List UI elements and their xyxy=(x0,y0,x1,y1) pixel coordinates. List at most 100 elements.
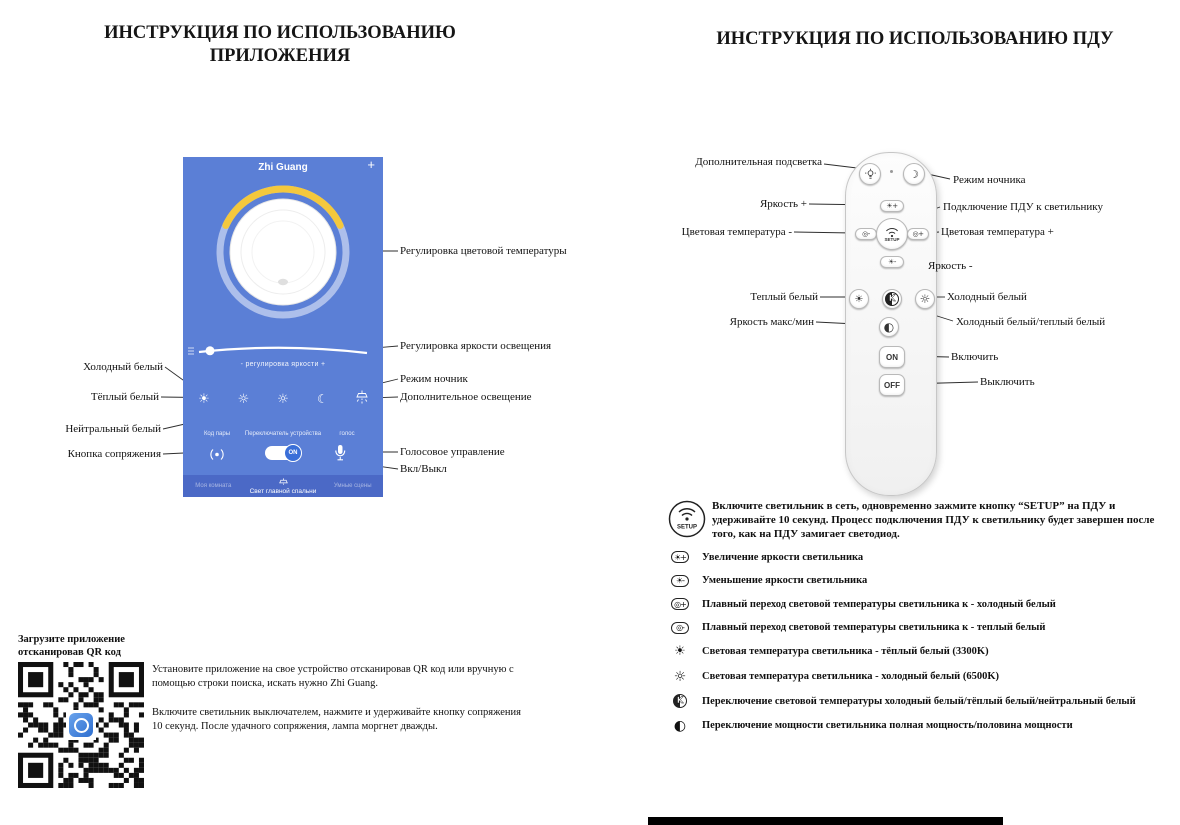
left-title-line1: ИНСТРУКЦИЯ ПО ИСПОЛЬЗОВАНИЮ xyxy=(104,23,456,43)
add-device-button[interactable]: + xyxy=(367,157,375,172)
callout-extra-light: Дополнительное освещение xyxy=(400,391,532,403)
remote-legend: ☀+ Увеличение яркости светильника ☀- Уме… xyxy=(668,550,1176,743)
qr-center-logo xyxy=(66,710,96,740)
qr-code-pattern xyxy=(18,662,144,788)
pair-code-label: Код пары xyxy=(203,431,231,437)
callout-night-mode: Режим ночник xyxy=(400,373,468,385)
brightness-plus-button[interactable]: ☀+ xyxy=(880,200,904,212)
color-temp-toggle-button[interactable]: K xyxy=(882,289,902,309)
sun-plus-icon: ☀+ xyxy=(886,202,898,210)
voice-label: голос xyxy=(339,431,355,437)
color-temperature-dial[interactable] xyxy=(183,179,383,344)
neutral-white-icon[interactable]: ☼ xyxy=(277,391,289,407)
setup-note-icon: SETUP xyxy=(668,500,706,538)
legend-row: ◎- Плавный переход световой температуры … xyxy=(668,621,1176,635)
left-title-line2: ПРИЛОЖЕНИЯ xyxy=(209,46,351,67)
nav-tab-center[interactable]: Свет главной спальни xyxy=(244,475,323,497)
device-switch-label: Переключатель устройства xyxy=(244,431,322,437)
temp-minus-button[interactable]: ◎- xyxy=(855,228,877,240)
app-screenshot: Zhi Guang + - регулировка яркости + ☀ ☼ … xyxy=(183,157,383,497)
install-instructions: Установите приложение на свое устройство… xyxy=(152,664,514,689)
nav-tab-center-label: Свет главной спальни xyxy=(249,487,317,495)
legend-text: Плавный переход световой температуры све… xyxy=(702,598,1056,610)
brightness-minus-button[interactable]: ☀- xyxy=(880,256,904,268)
voice-control-button[interactable] xyxy=(333,444,347,462)
legend-text: Переключение световой температуры холодн… xyxy=(702,695,1136,707)
legend-text: Уменьшение яркости светильника xyxy=(702,575,868,586)
callout-brightness-maxmin: Яркость макс/мин xyxy=(729,316,814,328)
temp-plus-button[interactable]: ◎+ xyxy=(907,228,929,240)
setup-button[interactable]: SETUP xyxy=(876,218,908,250)
callout-color-temp: Регулировка цветовой температуры xyxy=(400,245,567,257)
cold-sun-icon: ☼ xyxy=(919,292,931,306)
off-button[interactable]: OFF xyxy=(879,374,905,396)
cold-white-button[interactable]: ☼ xyxy=(915,289,935,309)
app-bottom-nav: Моя комната Свет главной спальни Умные с… xyxy=(183,475,383,497)
callout-remote-pairing: Подключение ПДУ к светильнику xyxy=(943,201,1103,213)
temp-to-warm-icon: ◎- xyxy=(671,621,689,634)
legend-row: K Переключение световой температуры холо… xyxy=(668,694,1176,708)
cold-white-icon[interactable]: ☀ xyxy=(198,391,210,407)
callout-backlight: Дополнительная подсветка xyxy=(695,156,822,168)
k-toggle-icon: K xyxy=(885,292,899,306)
callout-turn-on: Включить xyxy=(951,351,999,363)
power-toggle-knob: ON xyxy=(284,444,302,462)
pairing-instructions: Включите светильник выключателем, нажмит… xyxy=(152,707,521,732)
temp-plus-icon: ◎+ xyxy=(912,230,924,238)
app-header: Zhi Guang + xyxy=(183,157,383,177)
setup-note-icon-label: SETUP xyxy=(677,525,697,531)
callout-cold-warm-toggle: Холодный белый/теплый белый xyxy=(956,316,1106,328)
brightness-minus-icon: ☀- xyxy=(671,574,689,587)
pairing-button[interactable] xyxy=(207,446,227,462)
brightness-maxmin-button[interactable]: ◐ xyxy=(879,317,899,337)
half-circle-icon: ◐ xyxy=(883,320,895,334)
callout-temp-plus: Цветовая температура + xyxy=(941,226,1054,238)
legend-row: ☀ Световая температура светильника - тёп… xyxy=(668,644,1176,659)
callout-temp-minus: Цветовая температура - xyxy=(681,226,792,238)
app-title: Zhi Guang xyxy=(258,161,308,173)
on-button-label: ON xyxy=(886,352,898,362)
callout-voice-control: Голосовое управление xyxy=(400,446,505,458)
night-mode-button[interactable]: ☽ xyxy=(903,163,925,185)
warm-white-button[interactable]: ☀ xyxy=(849,289,869,309)
nav-tab-right-label: Умные сцены xyxy=(333,483,372,489)
on-button[interactable]: ON xyxy=(879,346,905,368)
power-toggle-on-text: ON xyxy=(288,450,298,456)
nav-tab-left[interactable]: Моя комната xyxy=(183,475,244,497)
temp-minus-icon: ◎- xyxy=(862,230,870,238)
legend-text: Световая температура светильника - тёплы… xyxy=(702,646,989,657)
wifi-icon xyxy=(886,228,898,238)
sun-minus-icon: ☀- xyxy=(888,258,896,266)
callout-turn-off: Выключить xyxy=(980,376,1035,388)
nav-tab-left-label: Моя комната xyxy=(195,483,232,489)
power-toggle[interactable]: ON xyxy=(265,444,302,462)
legend-row: ☀- Уменьшение яркости светильника xyxy=(668,574,1176,588)
backlight-button[interactable] xyxy=(859,163,881,185)
moon-icon: ☽ xyxy=(909,167,919,181)
legend-row: ☼ Световая температура светильника - хол… xyxy=(668,669,1176,685)
app-light-mode-row: ☀ ☼ ☼ ☾ xyxy=(183,389,383,409)
warm-white-icon[interactable]: ☼ xyxy=(237,391,250,407)
callout-night: Режим ночника xyxy=(953,174,1026,186)
night-mode-icon[interactable]: ☾ xyxy=(317,392,328,406)
callout-cold-white: Холодный белый xyxy=(83,361,163,373)
callout-brightness: Регулировка яркости освещения xyxy=(400,340,552,352)
callout-on-off: Вкл/Выкл xyxy=(400,463,447,475)
legend-text: Плавный переход световой температуры све… xyxy=(702,622,1046,633)
nav-tab-right[interactable]: Умные сцены xyxy=(322,475,383,497)
setup-button-label: SETUP xyxy=(884,237,900,242)
left-title: ИНСТРУКЦИЯ ПО ИСПОЛЬЗОВАНИЮ ПРИЛОЖЕНИЯ xyxy=(70,22,490,68)
callout-warm-white: Тёплый белый xyxy=(90,391,159,403)
warm-sun-icon: ☀ xyxy=(854,293,864,305)
brightness-slider[interactable] xyxy=(183,340,383,362)
setup-note-text: Включите светильник в сеть, одновременно… xyxy=(712,500,1155,541)
nav-lamp-icon xyxy=(278,477,288,485)
off-button-label: OFF xyxy=(884,380,900,390)
legend-text: Световая температура светильника - холод… xyxy=(702,671,999,682)
legend-row: ◐ Переключение мощности светильника полн… xyxy=(668,718,1176,734)
callout-brightness-minus: Яркость - xyxy=(928,260,973,272)
legend-row: ☀+ Увеличение яркости светильника xyxy=(668,550,1176,564)
extra-light-icon[interactable] xyxy=(353,390,371,409)
warm-sun-icon: ☀ xyxy=(674,644,686,659)
